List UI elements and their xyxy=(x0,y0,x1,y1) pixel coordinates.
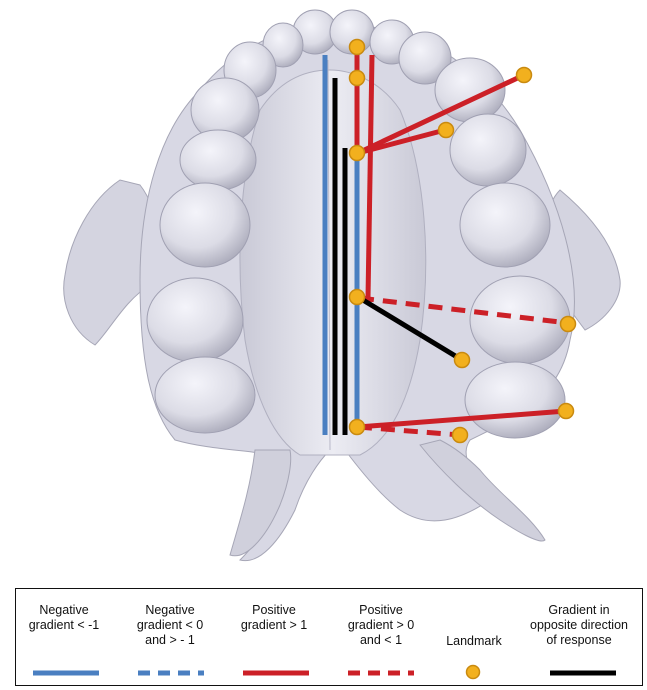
landmark xyxy=(439,123,454,138)
legend-label-opposite: Gradient in opposite direction of respon… xyxy=(516,603,642,648)
landmark xyxy=(453,428,468,443)
legend-sample-landmark xyxy=(464,663,482,681)
landmark xyxy=(350,290,365,305)
landmark xyxy=(350,71,365,86)
landmark xyxy=(561,317,576,332)
legend-label-negative-strong: Negative gradient < -1 xyxy=(18,603,110,633)
legend-label-negative-weak: Negative gradient < 0 and > - 1 xyxy=(121,603,219,648)
landmark xyxy=(455,353,470,368)
legend: Negative gradient < -1 Negative gradient… xyxy=(15,588,643,686)
landmark xyxy=(559,404,574,419)
legend-sample-negative-dashed xyxy=(136,669,206,677)
landmark xyxy=(350,40,365,55)
legend-sample-opposite-solid xyxy=(548,669,618,677)
legend-sample-negative-solid xyxy=(31,669,101,677)
landmark xyxy=(350,420,365,435)
legend-sample-positive-dashed xyxy=(346,669,416,677)
legend-label-positive-weak: Positive gradient > 0 and < 1 xyxy=(331,603,431,648)
legend-sample-positive-solid xyxy=(241,669,311,677)
landmark xyxy=(350,146,365,161)
legend-label-positive-strong: Positive gradient > 1 xyxy=(226,603,322,633)
landmark xyxy=(517,68,532,83)
palate-figure xyxy=(0,0,647,590)
legend-label-landmark: Landmark xyxy=(434,634,514,649)
